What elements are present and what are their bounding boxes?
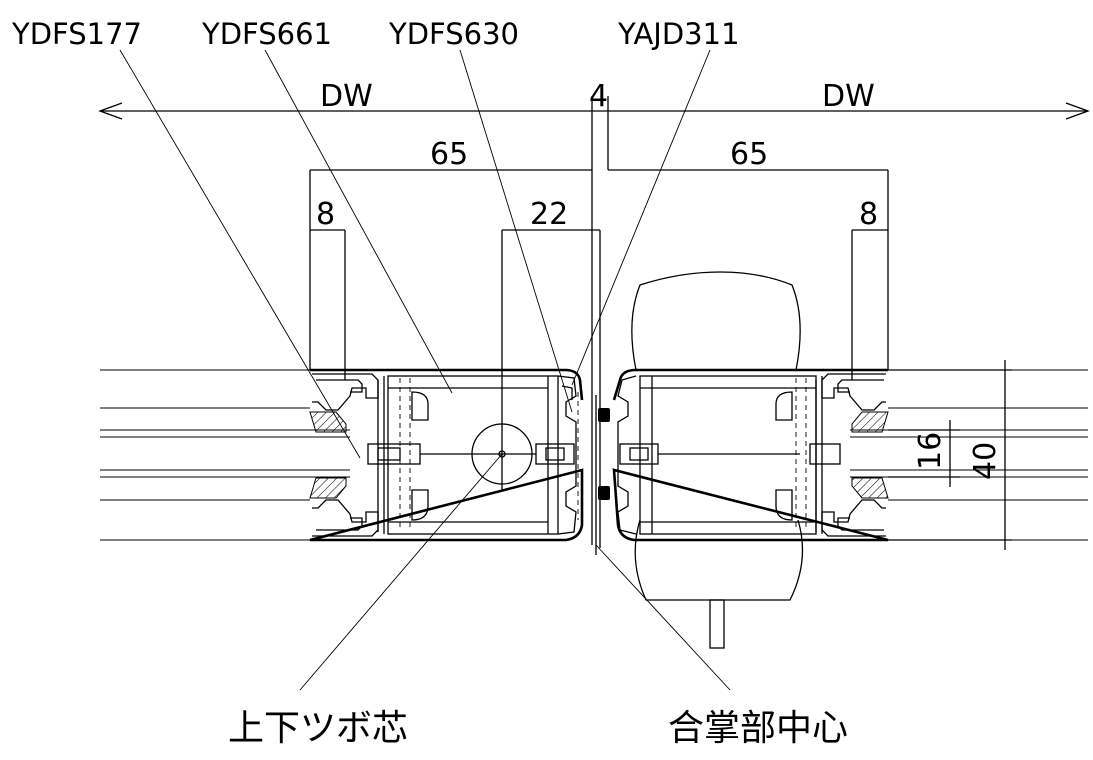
dim-gap-4: 4 [589, 79, 608, 114]
dim-width-right: 65 [730, 137, 768, 172]
bottom-leader-lines [299, 453, 731, 691]
part-label-yajd311: YAJD311 [617, 17, 740, 51]
dim-edge-left: 8 [316, 197, 335, 232]
dim-dw-left: DW [320, 79, 373, 114]
part-label-ydfs630: YDFS630 [388, 17, 519, 51]
right-sash-frame [598, 271, 889, 649]
part-label-ydfs661: YDFS661 [201, 17, 332, 51]
dim-glass-16: 16 [913, 432, 948, 470]
edge-dimensions [310, 229, 888, 548]
left-sash-frame [309, 368, 584, 542]
part-label-ydfs177: YDFS177 [11, 17, 142, 51]
dw-dimension [98, 96, 1090, 170]
part-leader-lines [119, 49, 711, 459]
dim-frame-depth-40: 40 [968, 442, 1003, 480]
width-dimensions [309, 169, 889, 370]
dim-width-left: 65 [430, 137, 468, 172]
label-pivot-center: 上下ツボ芯 [228, 708, 408, 749]
dim-dw-right: DW [822, 79, 875, 114]
right-dimensions [888, 360, 1012, 550]
label-meeting-center: 合掌部中心 [668, 708, 848, 749]
dim-edge-right: 8 [859, 197, 878, 232]
dim-offset-22: 22 [530, 197, 568, 232]
glass-left [100, 369, 350, 541]
